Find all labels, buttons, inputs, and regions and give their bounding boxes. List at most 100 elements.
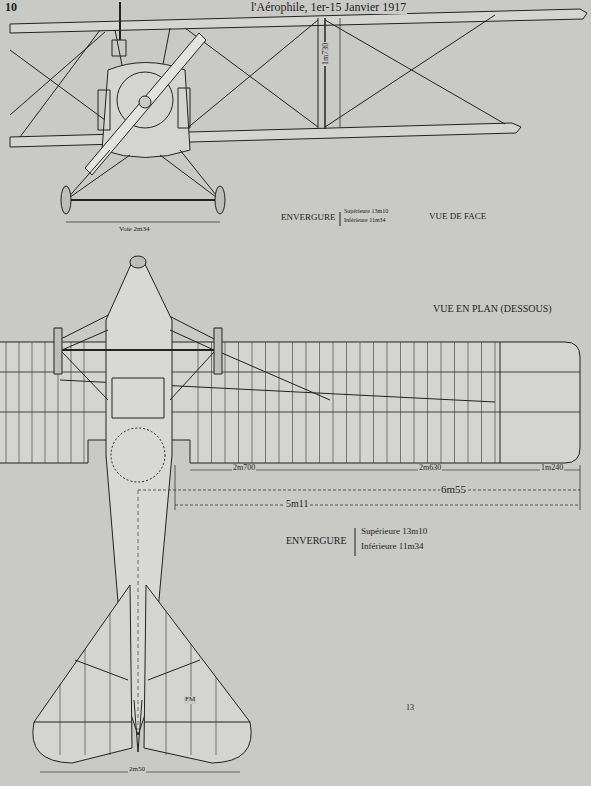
wing-rib (387, 342, 388, 463)
wing-rib (211, 342, 212, 463)
wing-rib (495, 342, 496, 463)
span-value: Supérieure 13m10 (360, 527, 428, 537)
wing-rib (84, 342, 85, 463)
wing-rib (265, 342, 266, 463)
tail-rib (110, 613, 111, 755)
tail-rib (166, 611, 167, 755)
wing-rib (454, 342, 455, 463)
landing-gear-strut (170, 330, 214, 350)
bracing-wire (325, 15, 495, 127)
bracing-wire (185, 20, 318, 130)
elevator-hinge (144, 722, 250, 723)
span-heading: ENVERGURE (285, 535, 348, 546)
bracing-wire (10, 32, 105, 115)
dimension: 5m11 (285, 498, 309, 509)
dimension: 1m730 (322, 42, 331, 66)
bracing-wire (20, 30, 100, 137)
view-title: VUE EN PLAN (DESSOUS) (432, 303, 553, 314)
landing-gear-strut (160, 155, 220, 200)
tail-strut (148, 660, 200, 680)
propeller (85, 33, 206, 175)
upper-wing-plan (0, 342, 580, 463)
wing-rib (279, 342, 280, 463)
wing-rib (441, 342, 442, 463)
propeller-hub (139, 96, 151, 108)
dimension-line (175, 465, 176, 510)
tail-strut (75, 660, 128, 680)
wing-rib (292, 342, 293, 463)
wing-rib (360, 342, 361, 463)
dimension: 6m55 (440, 483, 467, 495)
tail-rib (60, 684, 61, 755)
dimension-line (580, 465, 581, 510)
dimension: 1m240 (540, 464, 564, 473)
wheel (61, 186, 71, 214)
stabilizer-right (144, 585, 251, 763)
dimension-line (175, 505, 580, 506)
cockpit-panel (112, 378, 164, 418)
callout-number: 13 (405, 704, 415, 713)
span-value: Inférieure 11m34 (343, 217, 387, 224)
interplane-strut (318, 18, 319, 129)
wing-ribs (6, 342, 495, 463)
front-view (10, 2, 587, 222)
wing-rib (468, 342, 469, 463)
bracing-wire (325, 20, 505, 124)
running-header: l'Aérophile, 1er-15 Janvier 1917 (250, 1, 407, 14)
stabilizer-left (33, 585, 132, 763)
landing-gear-strut (62, 352, 108, 400)
view-title: VUE DE FACE (428, 212, 487, 222)
landing-gear-strut (62, 330, 108, 350)
dimension-line (138, 490, 580, 491)
wing-rib (71, 342, 72, 463)
spar (0, 372, 580, 373)
wing-rib (319, 342, 320, 463)
wheel (54, 328, 62, 374)
wing-rib (333, 342, 334, 463)
bracing-wire (215, 350, 330, 400)
axle (66, 199, 220, 201)
landing-gear-strut (170, 352, 214, 400)
elevator-hinge (34, 722, 132, 723)
wing-rib (373, 342, 374, 463)
radiator (98, 90, 110, 130)
wing-rib (414, 342, 415, 463)
bracing-wire (185, 28, 318, 127)
span-heading: ENVERGURE (280, 213, 337, 223)
aileron-hinge (500, 342, 501, 463)
lower-wing (10, 123, 521, 147)
tail-rib (216, 677, 217, 755)
bracket (340, 212, 341, 226)
dimension: 2m700 (232, 464, 256, 473)
dimension: 2m50 (128, 766, 146, 774)
tail-rib (85, 649, 86, 755)
page-number: 10 (4, 1, 18, 14)
wing-rib (32, 342, 33, 463)
spinner (130, 256, 146, 268)
span-value: Inférieure 11m34 (360, 542, 424, 552)
wing-rib (225, 342, 226, 463)
dimension-line (66, 222, 220, 223)
tail-ribs (60, 611, 216, 755)
axle (58, 349, 218, 351)
rudder (134, 700, 142, 752)
interplane-strut (324, 18, 326, 129)
plan-view (0, 212, 580, 772)
landing-gear-strut (66, 150, 110, 200)
wing-rib (427, 342, 428, 463)
wing-rib (481, 342, 482, 463)
wing-rib (346, 342, 347, 463)
gun-mount (112, 40, 126, 56)
span-value: Supérieure 13m10 (343, 208, 389, 215)
wing-rib (6, 342, 7, 463)
landing-gear-strut (66, 155, 130, 200)
bracket (355, 528, 356, 556)
wing-rib (252, 342, 253, 463)
wheel (214, 328, 222, 374)
wheel (215, 186, 225, 214)
wing-rib (400, 342, 401, 463)
dimension: 2m630 (418, 464, 442, 473)
